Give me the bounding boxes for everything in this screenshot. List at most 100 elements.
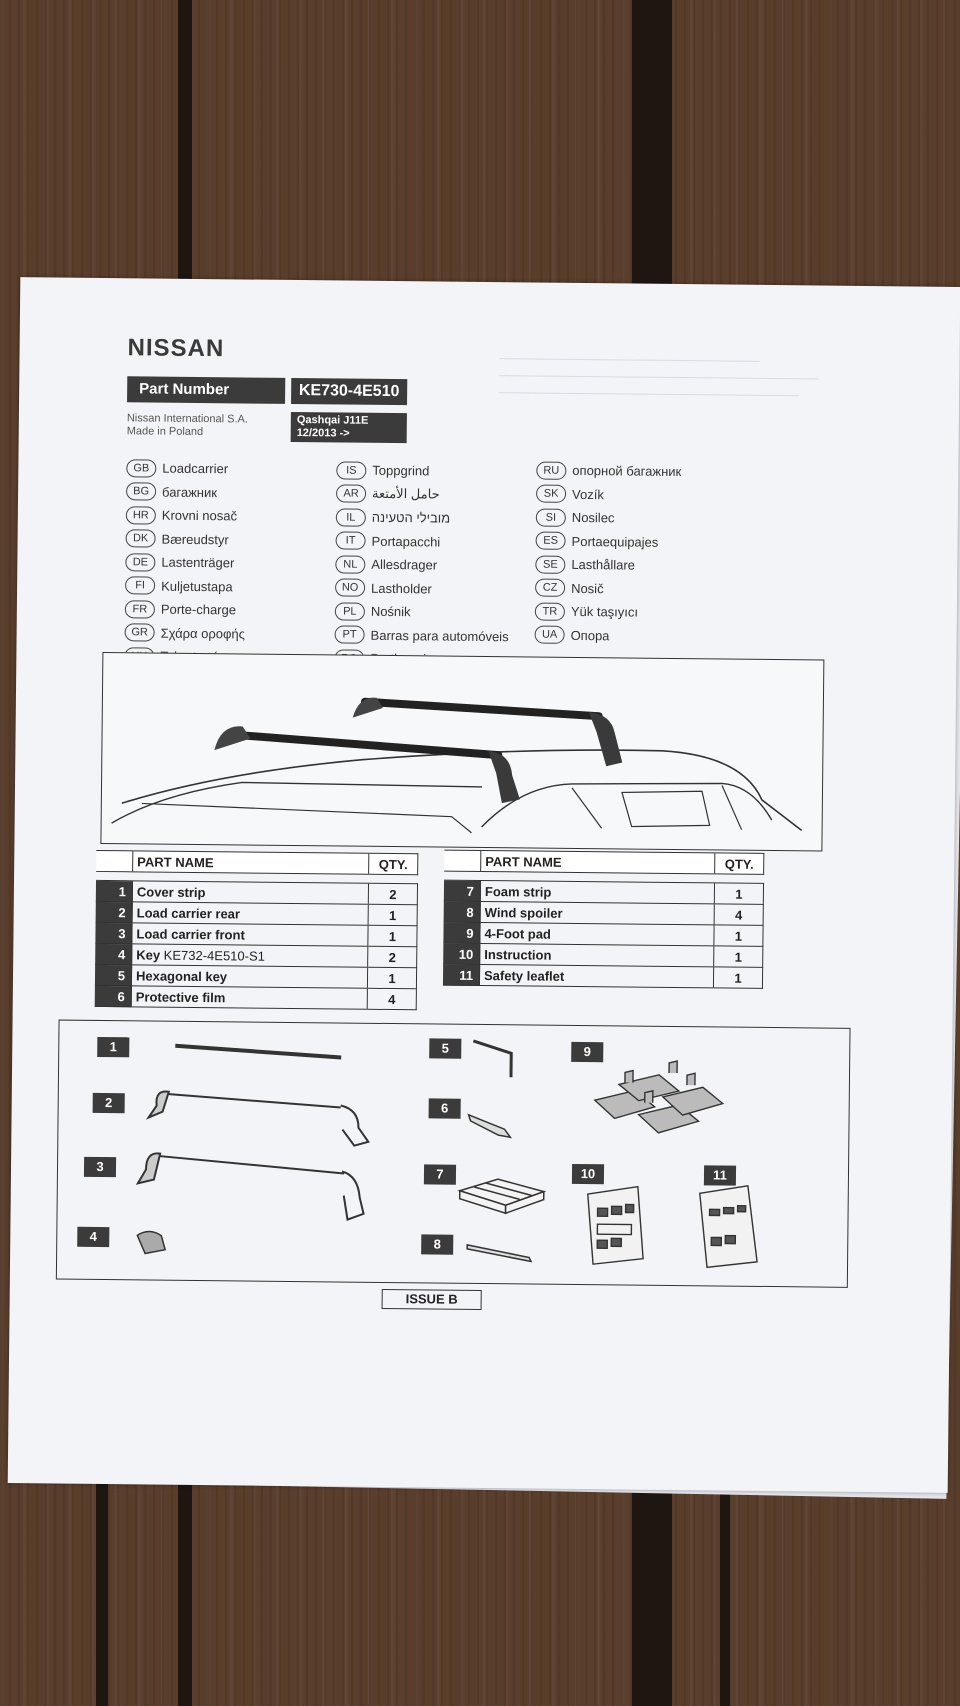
language-code: GR [124,623,155,642]
language-code: BG [126,482,157,501]
language-item: RU опорной багажник [536,459,796,485]
language-item: TR Yük taşıyıcı [534,600,795,626]
manufacturer-origin: Made in Poland [126,425,204,439]
language-code: DE [125,552,156,572]
manufacturer-info: Nissan International S.A. Made in Poland [127,412,248,439]
language-name: Nosič [571,580,604,596]
language-code: SE [535,555,566,574]
part-name: Load carrier front [131,922,369,947]
part-name: Cover strip [132,880,369,905]
part-no: 3 [95,922,133,944]
car-roof-drawing [111,697,803,834]
language-name: מובילי הטעינה [371,510,451,526]
language-name: Toppgrind [372,463,430,479]
language-name: Krovni nosač [161,507,238,524]
part-no: 5 [94,964,132,986]
language-name: Lastenträger [161,554,235,571]
language-name: Nosilec [571,510,615,526]
language-code: TR [534,602,565,621]
column-header-part-name: PART NAME [480,850,715,874]
part-name: Safety leaflet [479,964,714,988]
language-code: UA [534,625,565,645]
part-name: Hexagonal key [131,964,368,989]
language-item: SI Nosilec [535,506,796,532]
language-code: FR [124,599,155,619]
language-item: SE Lasthållare [535,553,795,579]
language-code: RU [536,461,567,480]
language-name: Allesdrager [371,557,438,573]
part-name: Load carrier rear [132,901,369,926]
part-no: 2 [95,901,133,923]
language-code: IL [335,508,366,527]
language-name: Portapacchi [371,533,441,550]
language-name: Kuljetustapa [161,578,233,595]
language-code: GB [126,458,157,478]
part-name: 4-Foot pad [479,922,715,946]
part-code: KE732-4E510-S1 [163,947,265,964]
part-number-label: Part Number [127,376,286,404]
part-qty: 4 [367,988,417,1010]
language-code: NL [335,555,366,574]
language-code: HR [125,505,156,525]
key-drawing [136,1230,167,1255]
plank-gap [96,1480,108,1706]
safety-leaflet-drawing [699,1184,758,1269]
language-name: Опора [570,627,610,644]
part-name-cell: Key KE732-4E510-S1 [131,943,368,968]
instruction-booklet-drawing [587,1185,644,1265]
column-header-no: NO. [444,850,481,872]
language-code: DK [125,529,156,548]
issue-label: ISSUE B [381,1288,482,1310]
foam-strip-drawing [457,1178,547,1215]
part-no: 6 [94,985,132,1007]
foot-pad-drawing [593,1060,725,1134]
part-qty: 1 [714,882,764,905]
language-code: IS [336,461,367,480]
cover-strip-drawing [175,1043,342,1060]
load-carrier-front-drawing [135,1152,365,1221]
language-name: опорной багажник [572,463,682,480]
language-code: SI [535,508,566,527]
part-no: 11 [442,964,480,986]
part-no: 7 [443,880,481,902]
language-item: UA Опора [534,623,795,649]
part-no: 10 [443,943,480,965]
load-carrier-rear-drawing [145,1090,370,1147]
language-name: Nośnik [370,604,411,620]
language-code: SK [536,484,567,504]
roof-rack-illustration [100,651,825,852]
language-code: PT [334,625,365,644]
language-name: Lastholder [371,580,432,597]
column-header-no: NO. [96,850,133,872]
language-name: Yük taşıyıcı [570,604,639,620]
plank-gap [720,1480,730,1706]
language-name: Lasthållare [571,557,636,573]
language-code: PL [334,602,365,621]
column-header-qty: QTY. [714,852,764,875]
part-name: Foam strip [480,880,715,904]
language-name: Loadcarrier [162,460,229,477]
protective-film-drawing [467,1113,513,1139]
brand-logo: NISSAN [127,334,225,363]
language-code: NO [335,578,366,597]
part-no: 9 [443,922,481,944]
model-name: Qashqai J11E [296,414,369,427]
part-qty: 2 [367,946,417,968]
language-name: Bæreudstyr [161,531,229,548]
part-number: KE730-4E510 [291,377,408,406]
part-no: 1 [95,880,133,902]
language-code: IT [335,531,366,550]
part-qty: 1 [713,924,764,947]
instruction-sheet: NISSAN Part Number KE730-4E510 Nissan In… [7,277,960,1493]
model-date: 12/2013 -> [296,427,350,440]
part-name: Wind spoiler [480,901,715,925]
language-name: багажник [162,484,218,500]
